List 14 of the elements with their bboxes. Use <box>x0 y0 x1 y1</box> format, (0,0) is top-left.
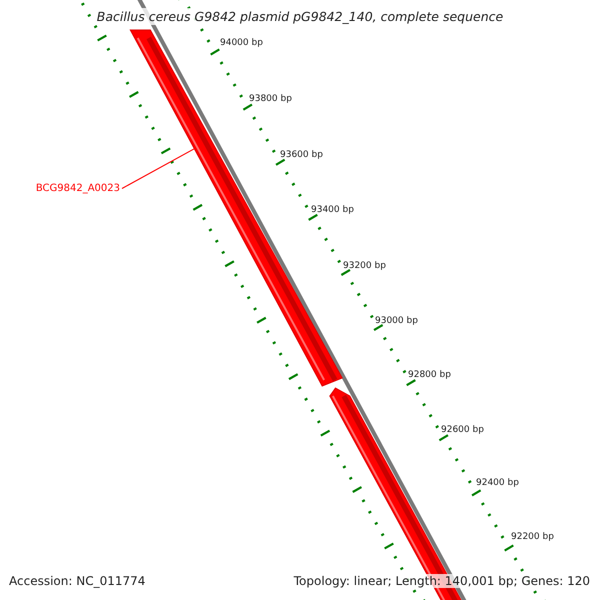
scale-label: 93800 bp <box>249 94 292 104</box>
scale-label: 94000 bp <box>220 38 263 48</box>
scale-label: 93600 bp <box>280 150 323 160</box>
gene-label: BCG9842_A0023 <box>36 183 120 194</box>
footer-note: Accession: NC_011774 <box>9 574 146 588</box>
scale-label: 92200 bp <box>511 532 554 542</box>
scale-label: 92800 bp <box>408 370 451 380</box>
scale-label: 92400 bp <box>476 478 519 488</box>
footer-note: Topology: linear; Length: 140,001 bp; Genes: 120 <box>294 574 590 588</box>
scale-label: 92600 bp <box>441 425 484 435</box>
scale-label: 93000 bp <box>375 316 418 326</box>
leader-line <box>122 148 196 189</box>
gene-arrow <box>130 30 343 387</box>
scale-label: 93400 bp <box>311 205 354 215</box>
